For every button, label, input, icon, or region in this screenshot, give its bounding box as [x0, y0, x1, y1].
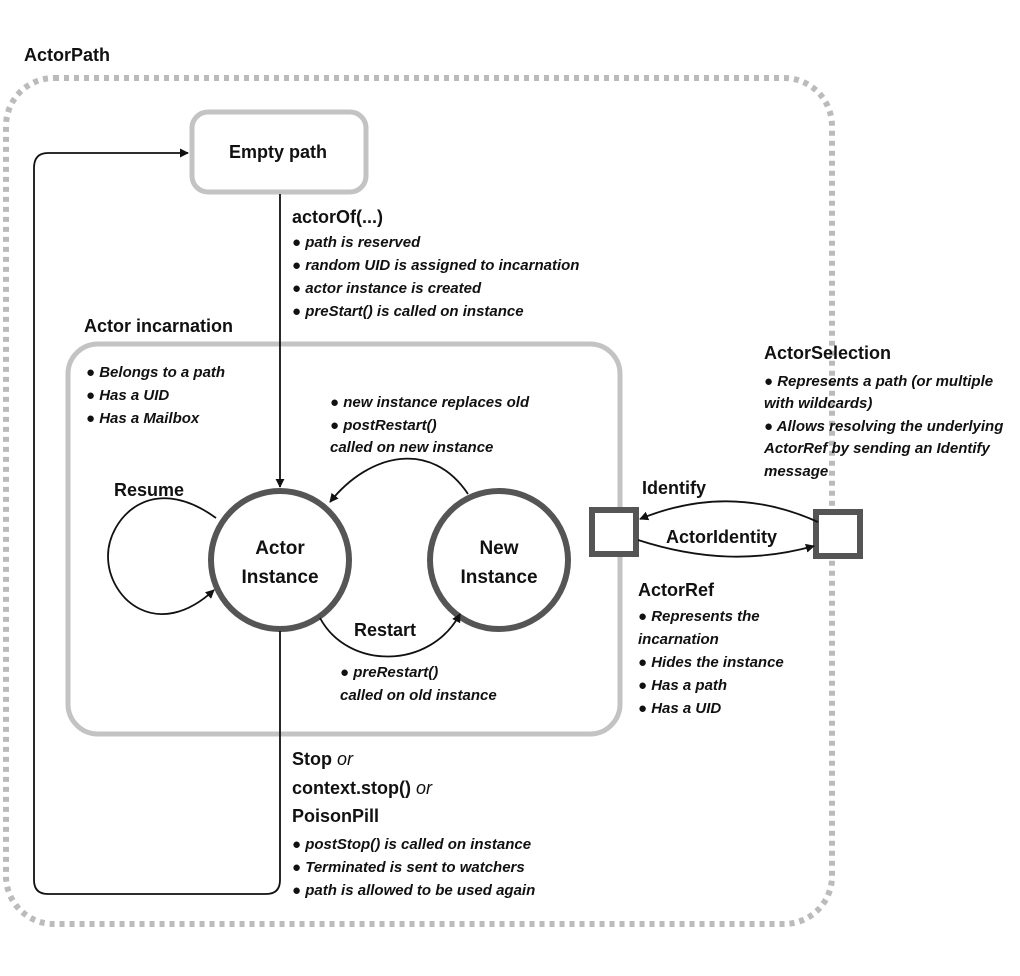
incarnation-bullet: ● Has a Mailbox: [86, 410, 200, 427]
stop-line: PoisonPill: [292, 806, 379, 826]
pre-restart-note: called on old instance: [340, 687, 497, 704]
actor-selection-bullet: with wildcards): [764, 395, 872, 412]
actor-of-bullet: ● actor instance is created: [292, 280, 482, 297]
actor-of-bullet: ● path is reserved: [292, 234, 421, 251]
actor-incarnation-title: Actor incarnation: [84, 316, 233, 336]
resume-loop-arrow: [107, 497, 217, 615]
new-instance-label: Instance: [460, 567, 537, 588]
resume-label: Resume: [114, 480, 184, 500]
empty-path-box: [189, 109, 369, 195]
actor-selection-bullet: ● Represents a path (or multiple: [764, 373, 993, 390]
actor-of-title: actorOf(...): [292, 207, 383, 227]
actor-instance-node: [208, 488, 352, 632]
actor-selection-square: [813, 509, 863, 559]
actor-ref-title: ActorRef: [638, 580, 715, 600]
replace-arrow: [329, 457, 469, 503]
stop-line: Stop or: [292, 749, 354, 769]
restart-arrow: [319, 613, 461, 658]
empty-path-label: Empty path: [229, 142, 327, 162]
actor-path-title: ActorPath: [24, 45, 110, 65]
stop-loop-arrow: [33, 148, 281, 895]
actor-identity-arrow: [637, 539, 815, 558]
actor-ref-square: [589, 507, 639, 557]
actor-ref-bullet: ● Hides the instance: [638, 654, 784, 671]
actor-selection-bullet: ActorRef by sending an Identify: [763, 440, 991, 457]
incarnation-bullet: ● Belongs to a path: [86, 364, 225, 381]
actor-selection-bullet: ● Allows resolving the underlying: [764, 418, 1003, 435]
stop-bullet: ● Terminated is sent to watchers: [292, 859, 525, 876]
actor-ref-bullet: ● Represents the: [638, 608, 760, 625]
actor-selection-bullet: message: [764, 463, 828, 480]
new-instance-note: ● new instance replaces old: [330, 394, 530, 411]
actor-instance-label: Instance: [241, 567, 318, 588]
actor-ref-bullet: ● Has a UID: [638, 700, 721, 717]
actor-of-bullet: ● preStart() is called on instance: [292, 303, 524, 320]
identify-arrow: [639, 500, 819, 523]
new-instance-note: ● postRestart(): [330, 417, 437, 434]
actor-instance-label: Actor: [255, 538, 305, 559]
restart-label: Restart: [354, 620, 416, 640]
incarnation-bullet: ● Has a UID: [86, 387, 169, 404]
actor-path-boundary: [3, 75, 835, 927]
actor-identity-label: ActorIdentity: [666, 527, 777, 547]
actor-ref-bullet: incarnation: [638, 631, 719, 648]
pre-restart-note: ● preRestart(): [340, 664, 438, 681]
new-instance-node: [427, 488, 571, 632]
actor-ref-bullet: ● Has a path: [638, 677, 727, 694]
identify-label: Identify: [642, 478, 706, 498]
actor-selection-title: ActorSelection: [764, 343, 891, 363]
new-instance-note: called on new instance: [330, 439, 493, 456]
stop-bullet: ● path is allowed to be used again: [292, 882, 535, 899]
stop-line: context.stop() or: [292, 778, 433, 798]
actor-of-bullet: ● random UID is assigned to incarnation: [292, 257, 579, 274]
new-instance-label: New: [479, 538, 518, 559]
stop-bullet: ● postStop() is called on instance: [292, 836, 531, 853]
